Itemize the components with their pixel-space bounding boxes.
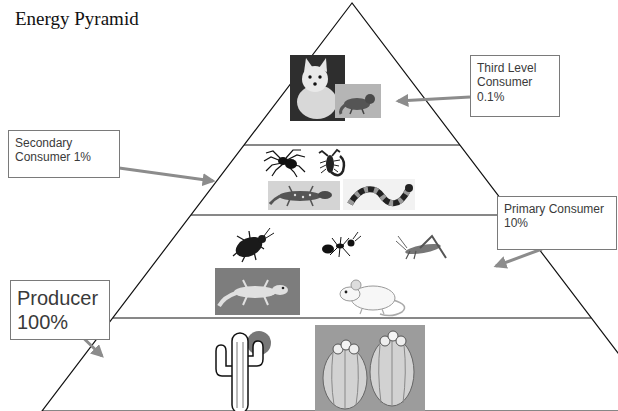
fox-photo — [302, 66, 328, 92]
callout-text: Producer 100% — [17, 286, 103, 334]
beetle — [233, 228, 274, 262]
callout-box: Secondary Consumer 1% — [8, 130, 120, 178]
grasshopper — [396, 236, 407, 250]
gecko-photo — [234, 286, 276, 298]
snake-photo — [350, 189, 408, 204]
ant — [322, 245, 334, 254]
lizard-photo — [268, 181, 340, 210]
small-animal-photo — [350, 109, 352, 114]
grasshopper — [406, 251, 416, 259]
scorpion — [319, 150, 344, 175]
spider — [272, 164, 283, 176]
pyramid-outline — [113, 318, 591, 319]
spider — [264, 150, 305, 177]
gecko-photo — [243, 280, 268, 305]
lizard-photo — [302, 196, 304, 198]
beetle — [264, 228, 274, 238]
callout-text: Third Level Consumer 0.1% — [477, 61, 553, 104]
gecko-photo — [219, 293, 236, 306]
fox-photo — [308, 75, 311, 78]
grasshopper — [420, 236, 446, 258]
saguaro-cactus — [237, 342, 243, 408]
small-animal-photo — [341, 105, 346, 114]
barrel-cactus-photo — [396, 336, 406, 346]
spider — [285, 159, 297, 169]
lizard-photo — [294, 194, 296, 196]
callout-box: Primary Consumer 10% — [497, 196, 617, 250]
small-animal-photo — [335, 84, 381, 118]
pyramid-outline — [244, 145, 460, 146]
pyramid-outline — [42, 3, 618, 411]
barrel-cactus-photo — [332, 338, 406, 409]
mouse — [351, 280, 361, 290]
leader-arrows — [398, 97, 470, 101]
snake-photo — [343, 179, 415, 210]
lizard-photo — [268, 181, 340, 210]
lizard-photo — [287, 186, 313, 206]
ant — [336, 244, 344, 249]
gecko-photo — [272, 285, 288, 295]
scorpion — [319, 150, 340, 156]
saguaro-cactus — [216, 345, 232, 376]
pyramid-outline — [42, 3, 618, 411]
callout-box: Producer 100% — [10, 280, 110, 340]
scorpion — [320, 160, 340, 173]
lizard-photo — [270, 196, 280, 204]
small-animal-photo — [335, 84, 381, 118]
ant — [348, 240, 355, 247]
barrel-cactus-photo — [315, 325, 425, 411]
saguaro-cactus — [216, 331, 271, 411]
leader-arrows — [72, 97, 542, 356]
gecko-photo — [282, 287, 285, 290]
mouse — [340, 280, 405, 316]
beetle — [258, 235, 266, 243]
lizard-photo — [318, 191, 332, 199]
lizard-photo — [309, 194, 311, 196]
barrel-cactus-photo — [315, 325, 425, 411]
ant — [353, 232, 361, 241]
saguaro-cactus — [232, 333, 248, 411]
diagram-title: Energy Pyramid — [15, 8, 139, 30]
snake-photo — [343, 179, 415, 210]
small-animal-photo — [365, 94, 375, 104]
beetle — [233, 233, 266, 261]
mouse — [360, 309, 384, 314]
leader-arrows — [496, 249, 542, 266]
saguaro-cactus — [248, 341, 263, 366]
fox-photo — [318, 75, 321, 78]
callout-box: Third Level Consumer 0.1% — [470, 55, 560, 117]
snake-photo — [405, 184, 413, 192]
callout-text: Primary Consumer 10% — [504, 202, 610, 231]
gecko-photo — [215, 268, 300, 315]
mouse — [345, 291, 348, 294]
barrel-cactus-photo — [349, 344, 359, 354]
leader-arrows — [119, 168, 213, 181]
scorpion — [326, 155, 334, 173]
gecko-photo — [215, 268, 300, 315]
ant — [322, 232, 361, 257]
callout-text: Secondary Consumer 1% — [15, 136, 113, 165]
snake-photo — [350, 189, 408, 204]
fox-photo — [313, 82, 317, 86]
small-animal-photo — [362, 109, 364, 114]
grasshopper — [396, 236, 446, 259]
lizard-photo — [279, 191, 321, 201]
pyramid-outline — [191, 215, 513, 216]
